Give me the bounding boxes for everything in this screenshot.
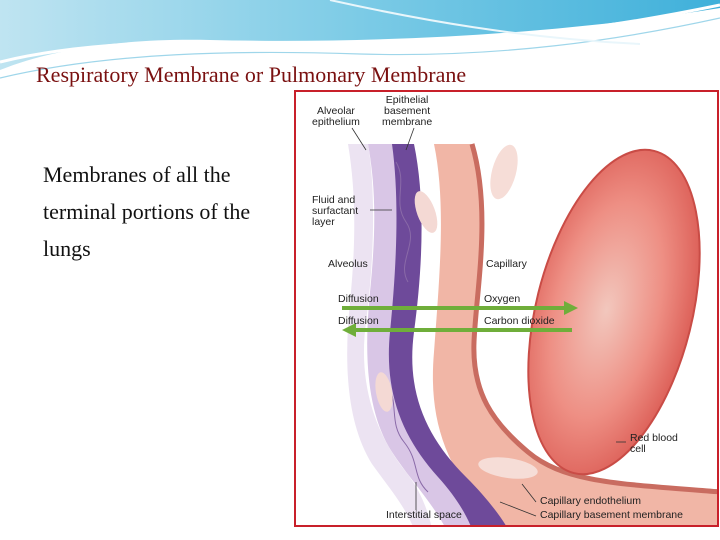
label-fluid-surfactant-layer: Fluid and surfactant layer (312, 194, 359, 228)
epithelial-nucleus (375, 372, 393, 412)
fluid-surfactant-layer (347, 144, 432, 525)
interstitial-band (367, 144, 471, 525)
label-carbon-dioxide: Carbon dioxide (484, 315, 555, 327)
respiratory-membrane-diagram: Alveolar epithelium Epithelial basement … (294, 90, 719, 527)
membrane-illustration (342, 127, 717, 525)
label-alveolar-epithelium: Alveolar epithelium (312, 105, 360, 128)
red-blood-cell-rim (527, 148, 701, 476)
body-line: Membranes of all the (43, 162, 231, 187)
epithelial-nucleus (414, 191, 438, 233)
label-red-blood-cell: Red blood cell (630, 432, 678, 455)
label-alveolus: Alveolus (328, 258, 368, 270)
label-diffusion-oxygen: Diffusion (338, 293, 379, 305)
body-line: lungs (43, 236, 91, 261)
header-wave-decoration (0, 0, 720, 79)
alveolar-epithelium-band (382, 144, 506, 525)
body-line: terminal portions of the (43, 199, 251, 224)
label-epithelial-basement-membrane: Epithelial basement membrane (382, 94, 433, 128)
endothelial-nucleus (490, 144, 518, 200)
endothelial-nucleus (478, 457, 538, 479)
red-blood-cell (528, 149, 700, 475)
label-capillary-basement-membrane: Capillary basement membrane (540, 509, 683, 521)
carbon-dioxide-diffusion-arrow (342, 323, 572, 337)
label-capillary: Capillary (486, 258, 527, 270)
capillary-endothelium-line (469, 143, 717, 495)
label-interstitial-space: Interstitial space (386, 509, 462, 521)
slide-body-text: Membranes of all the terminal portions o… (43, 156, 293, 267)
label-diffusion-carbon-dioxide: Diffusion (338, 315, 379, 327)
oxygen-diffusion-arrow (342, 301, 578, 315)
label-oxygen: Oxygen (484, 293, 521, 305)
label-capillary-endothelium: Capillary endothelium (540, 495, 641, 507)
slide-title: Respiratory Membrane or Pulmonary Membra… (36, 62, 467, 87)
